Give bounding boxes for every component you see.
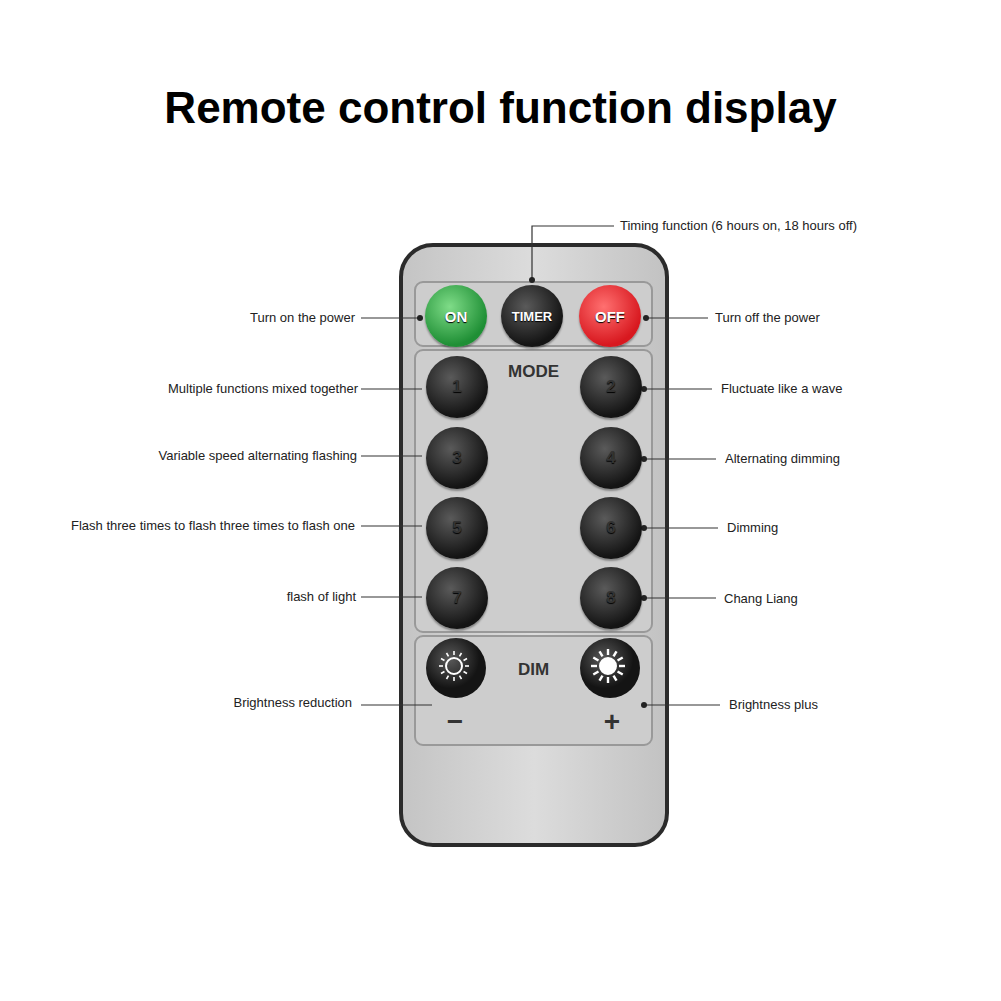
mode-button: 7 — [426, 567, 488, 629]
sun-ray — [464, 659, 467, 661]
sun-ray — [447, 676, 449, 679]
mode-button: 5 — [426, 497, 488, 559]
sun-ray — [618, 658, 623, 661]
sun-ray — [618, 672, 623, 675]
button-label: OFF — [595, 308, 625, 325]
leader-line — [361, 388, 422, 389]
button-cap — [580, 638, 640, 698]
callout-label: Variable speed alternating flashing — [158, 448, 357, 464]
sun-ray — [614, 651, 617, 656]
plus-sign: + — [604, 707, 620, 737]
button-label: 4 — [580, 448, 642, 468]
sun-ray — [453, 677, 455, 681]
sun-ray — [460, 676, 462, 679]
sun-ray — [600, 676, 603, 681]
leader-line — [646, 317, 708, 318]
sun-icon — [446, 658, 462, 674]
callout-label: Alternating dimming — [725, 451, 840, 467]
callout-label: Flash three times to flash three times t… — [71, 518, 355, 534]
mode-button: 1 — [426, 356, 488, 418]
sun-ray — [607, 649, 609, 655]
remote-body — [401, 245, 667, 845]
button-label: ON — [445, 308, 468, 325]
callout-label: Timing function (6 hours on, 18 hours of… — [620, 218, 857, 234]
callout-label: Brightness reduction — [233, 695, 352, 711]
sun-ray — [614, 676, 617, 681]
callout-label: Fluctuate like a wave — [721, 381, 842, 397]
minus-sign: − — [447, 707, 463, 737]
leader-line — [644, 388, 712, 389]
callout-label: flash of light — [287, 589, 356, 605]
leader-line — [644, 597, 716, 598]
sun-ray — [441, 672, 444, 674]
leader-line — [644, 458, 716, 459]
button-cap — [426, 638, 486, 698]
callout-label: Chang Liang — [724, 591, 798, 607]
leader-dot — [529, 277, 535, 283]
sun-ray — [593, 672, 598, 675]
callout-label: Multiple functions mixed together — [168, 381, 358, 397]
mode-band — [415, 350, 652, 632]
sun-icon — [600, 658, 616, 674]
sun-ray — [600, 651, 603, 656]
brightness-button — [580, 638, 640, 698]
leader-dot — [643, 315, 649, 321]
sun-ray — [465, 665, 469, 667]
leader-line — [361, 317, 420, 318]
mode-button: 6 — [580, 497, 642, 559]
panel-label: DIM — [415, 660, 652, 680]
mode-button: 8 — [580, 567, 642, 629]
leader-line — [361, 525, 422, 526]
sun-ray — [464, 672, 467, 674]
callout-label: Turn on the power — [250, 310, 355, 326]
leader-line — [361, 596, 422, 597]
leader-line — [644, 527, 718, 528]
leader-dots — [417, 277, 649, 708]
sun-ray — [593, 658, 598, 661]
button-label: TIMER — [512, 309, 552, 324]
callout-label: Dimming — [727, 520, 778, 536]
leader-lines — [361, 226, 720, 705]
mode-button: 3 — [426, 427, 488, 489]
sun-ray — [453, 651, 455, 655]
button-label: 2 — [580, 377, 642, 397]
sun-ray — [607, 677, 609, 683]
power-on-button: ON — [425, 285, 487, 347]
button-label: 3 — [426, 448, 488, 468]
mode-button: 2 — [580, 356, 642, 418]
leader-dot — [417, 315, 423, 321]
sun-ray — [460, 653, 462, 656]
sun-ray — [619, 665, 625, 667]
sun-ray — [447, 653, 449, 656]
mode-button: 4 — [580, 427, 642, 489]
button-label: 7 — [426, 588, 488, 608]
power-band — [415, 282, 652, 346]
mode-panel: MODE12345678 — [415, 350, 652, 632]
leader-line — [361, 704, 432, 705]
button-label: 8 — [580, 588, 642, 608]
title: Remote control function display — [0, 80, 1001, 136]
leader-line — [644, 704, 720, 705]
sun-ray — [441, 659, 444, 661]
sun-ray — [439, 665, 443, 667]
button-label: 5 — [426, 518, 488, 538]
leader-line — [532, 226, 614, 280]
button-label: 1 — [426, 377, 488, 397]
timer-button: TIMER — [501, 285, 563, 347]
callout-label: Turn off the power — [715, 310, 820, 326]
leader-line — [361, 455, 422, 456]
sun-ray — [591, 665, 597, 667]
button-label: 6 — [580, 518, 642, 538]
leader-dot — [641, 702, 647, 708]
power-off-button: OFF — [579, 285, 641, 347]
callout-label: Brightness plus — [729, 697, 818, 713]
brightness-button — [426, 638, 486, 698]
dim-band — [415, 636, 652, 745]
